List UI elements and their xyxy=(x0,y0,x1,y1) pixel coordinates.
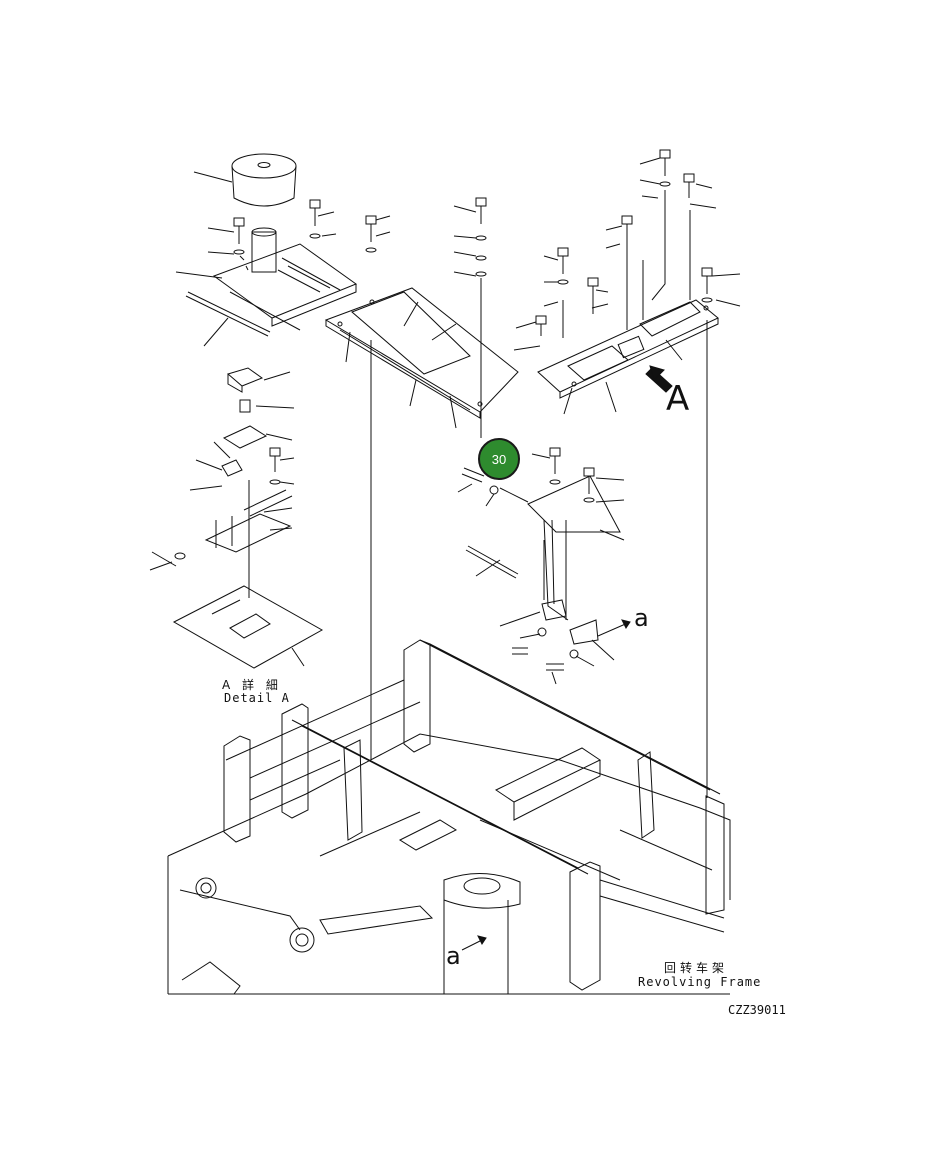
frame-label-ja: 回转车架 xyxy=(664,961,729,975)
revolving-frame xyxy=(167,639,731,995)
arrow-a-left-letter: a xyxy=(446,942,461,970)
bolts xyxy=(233,149,713,671)
arrow-a-left xyxy=(461,935,487,951)
detail-label-ja: A 詳 細 xyxy=(222,678,282,692)
drawing-code: CZZ39011 xyxy=(728,1003,786,1017)
leader-lines xyxy=(149,157,741,685)
reference-lines xyxy=(248,190,708,798)
right-floor-plate xyxy=(537,299,719,399)
view-letter-a: A xyxy=(666,379,690,419)
lock-lever-assembly xyxy=(151,367,324,669)
part-callout-30[interactable]: 30 xyxy=(478,438,520,480)
arrow-a-right-letter: a xyxy=(634,604,649,632)
air-cleaner-assembly xyxy=(185,153,358,337)
frame-label-en: Revolving Frame xyxy=(638,975,762,989)
view-arrow-a xyxy=(645,365,673,393)
detail-label-en: Detail A xyxy=(224,691,290,705)
callout-number: 30 xyxy=(491,451,507,467)
arrow-a-right xyxy=(597,619,631,637)
bracket-assembly xyxy=(465,475,621,659)
center-floor-plate xyxy=(324,287,519,419)
